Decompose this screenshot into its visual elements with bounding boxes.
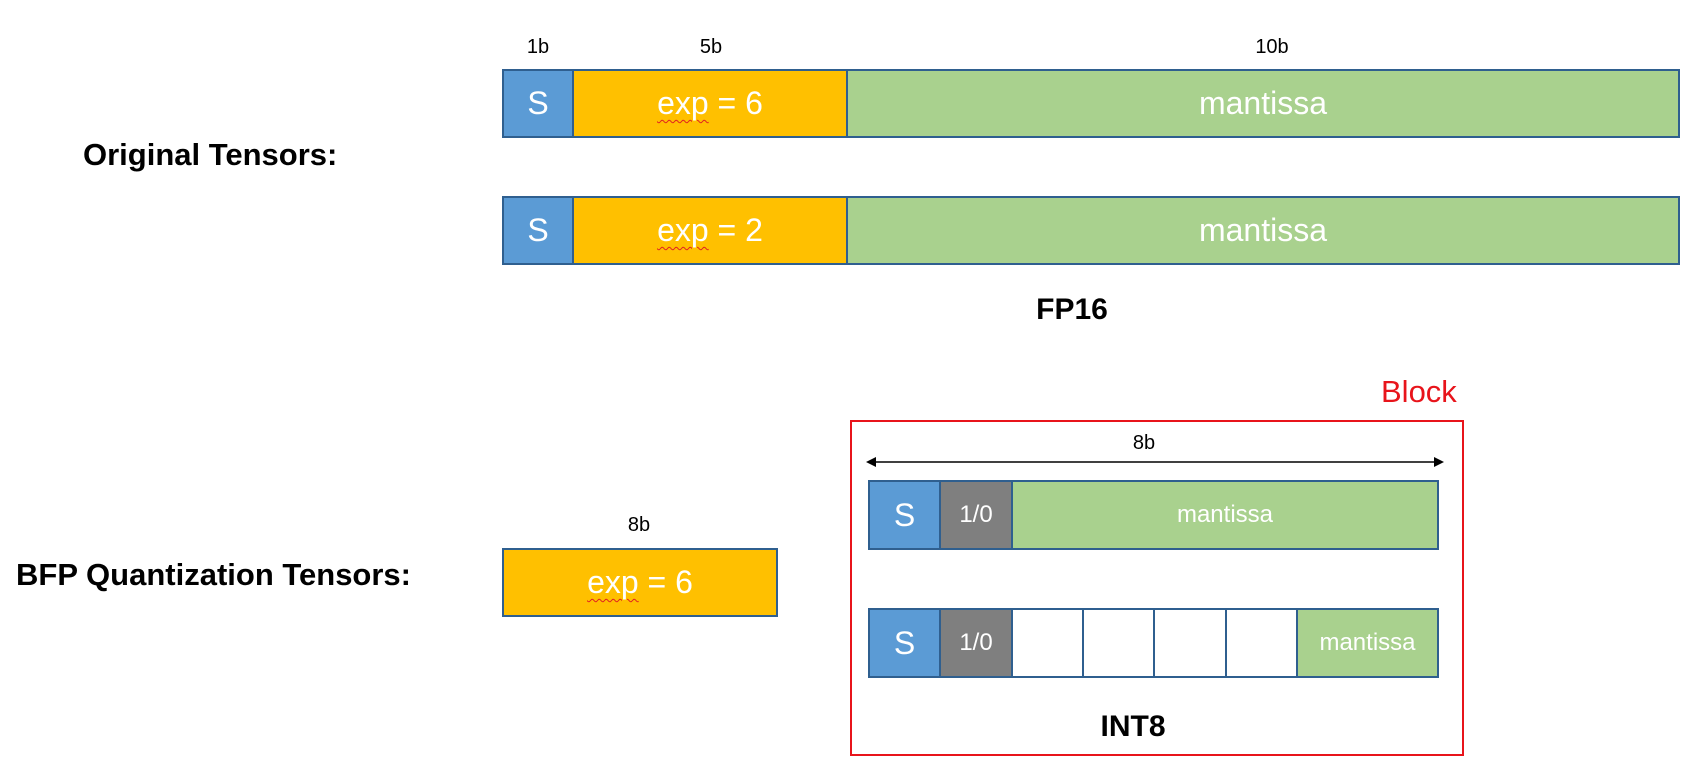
- mantissa-cell: mantissa: [1296, 608, 1439, 678]
- exponent-bits-label: 5b: [699, 36, 723, 58]
- exp-value: = 6: [708, 85, 763, 121]
- exponent-cell: exp = 2: [572, 196, 848, 265]
- sign-bit-cell: S: [868, 608, 941, 678]
- exp-word: exp: [657, 212, 709, 248]
- exp-word: exp: [587, 564, 639, 600]
- exp-value: = 6: [638, 564, 693, 600]
- int8-caption: INT8: [1100, 710, 1166, 743]
- sign-bit-cell: S: [502, 196, 574, 265]
- sign-bit-cell: S: [868, 480, 941, 550]
- flag-bit-cell: 1/0: [939, 608, 1013, 678]
- original-tensors-label: Original Tensors:: [83, 137, 338, 172]
- mantissa-cell: mantissa: [846, 196, 1680, 265]
- exponent-cell: exp = 6: [572, 69, 848, 138]
- exp-word: exp: [657, 85, 709, 121]
- sign-bit-cell: S: [502, 69, 574, 138]
- empty-bit-cell: [1153, 608, 1227, 678]
- double-arrow-icon: [866, 457, 1444, 467]
- empty-bit-cell: [1225, 608, 1298, 678]
- block-frame: [850, 420, 1464, 756]
- sign-bits-label: 1b: [526, 36, 550, 58]
- empty-bit-cell: [1011, 608, 1084, 678]
- bfp-quantization-tensors-label: BFP Quantization Tensors:: [16, 557, 411, 592]
- block-title: Block: [1381, 374, 1457, 409]
- mantissa-cell: mantissa: [846, 69, 1680, 138]
- shared-exponent-bits-label: 8b: [627, 514, 651, 536]
- flag-bit-cell: 1/0: [939, 480, 1013, 550]
- mantissa-bits-label: 10b: [1255, 36, 1289, 58]
- empty-bit-cell: [1082, 608, 1155, 678]
- shared-exponent-cell: exp = 6: [502, 548, 778, 617]
- fp16-caption: FP16: [1036, 293, 1108, 326]
- int8-width-label: 8b: [1132, 432, 1156, 454]
- mantissa-cell: mantissa: [1011, 480, 1439, 550]
- exp-value: = 2: [708, 212, 763, 248]
